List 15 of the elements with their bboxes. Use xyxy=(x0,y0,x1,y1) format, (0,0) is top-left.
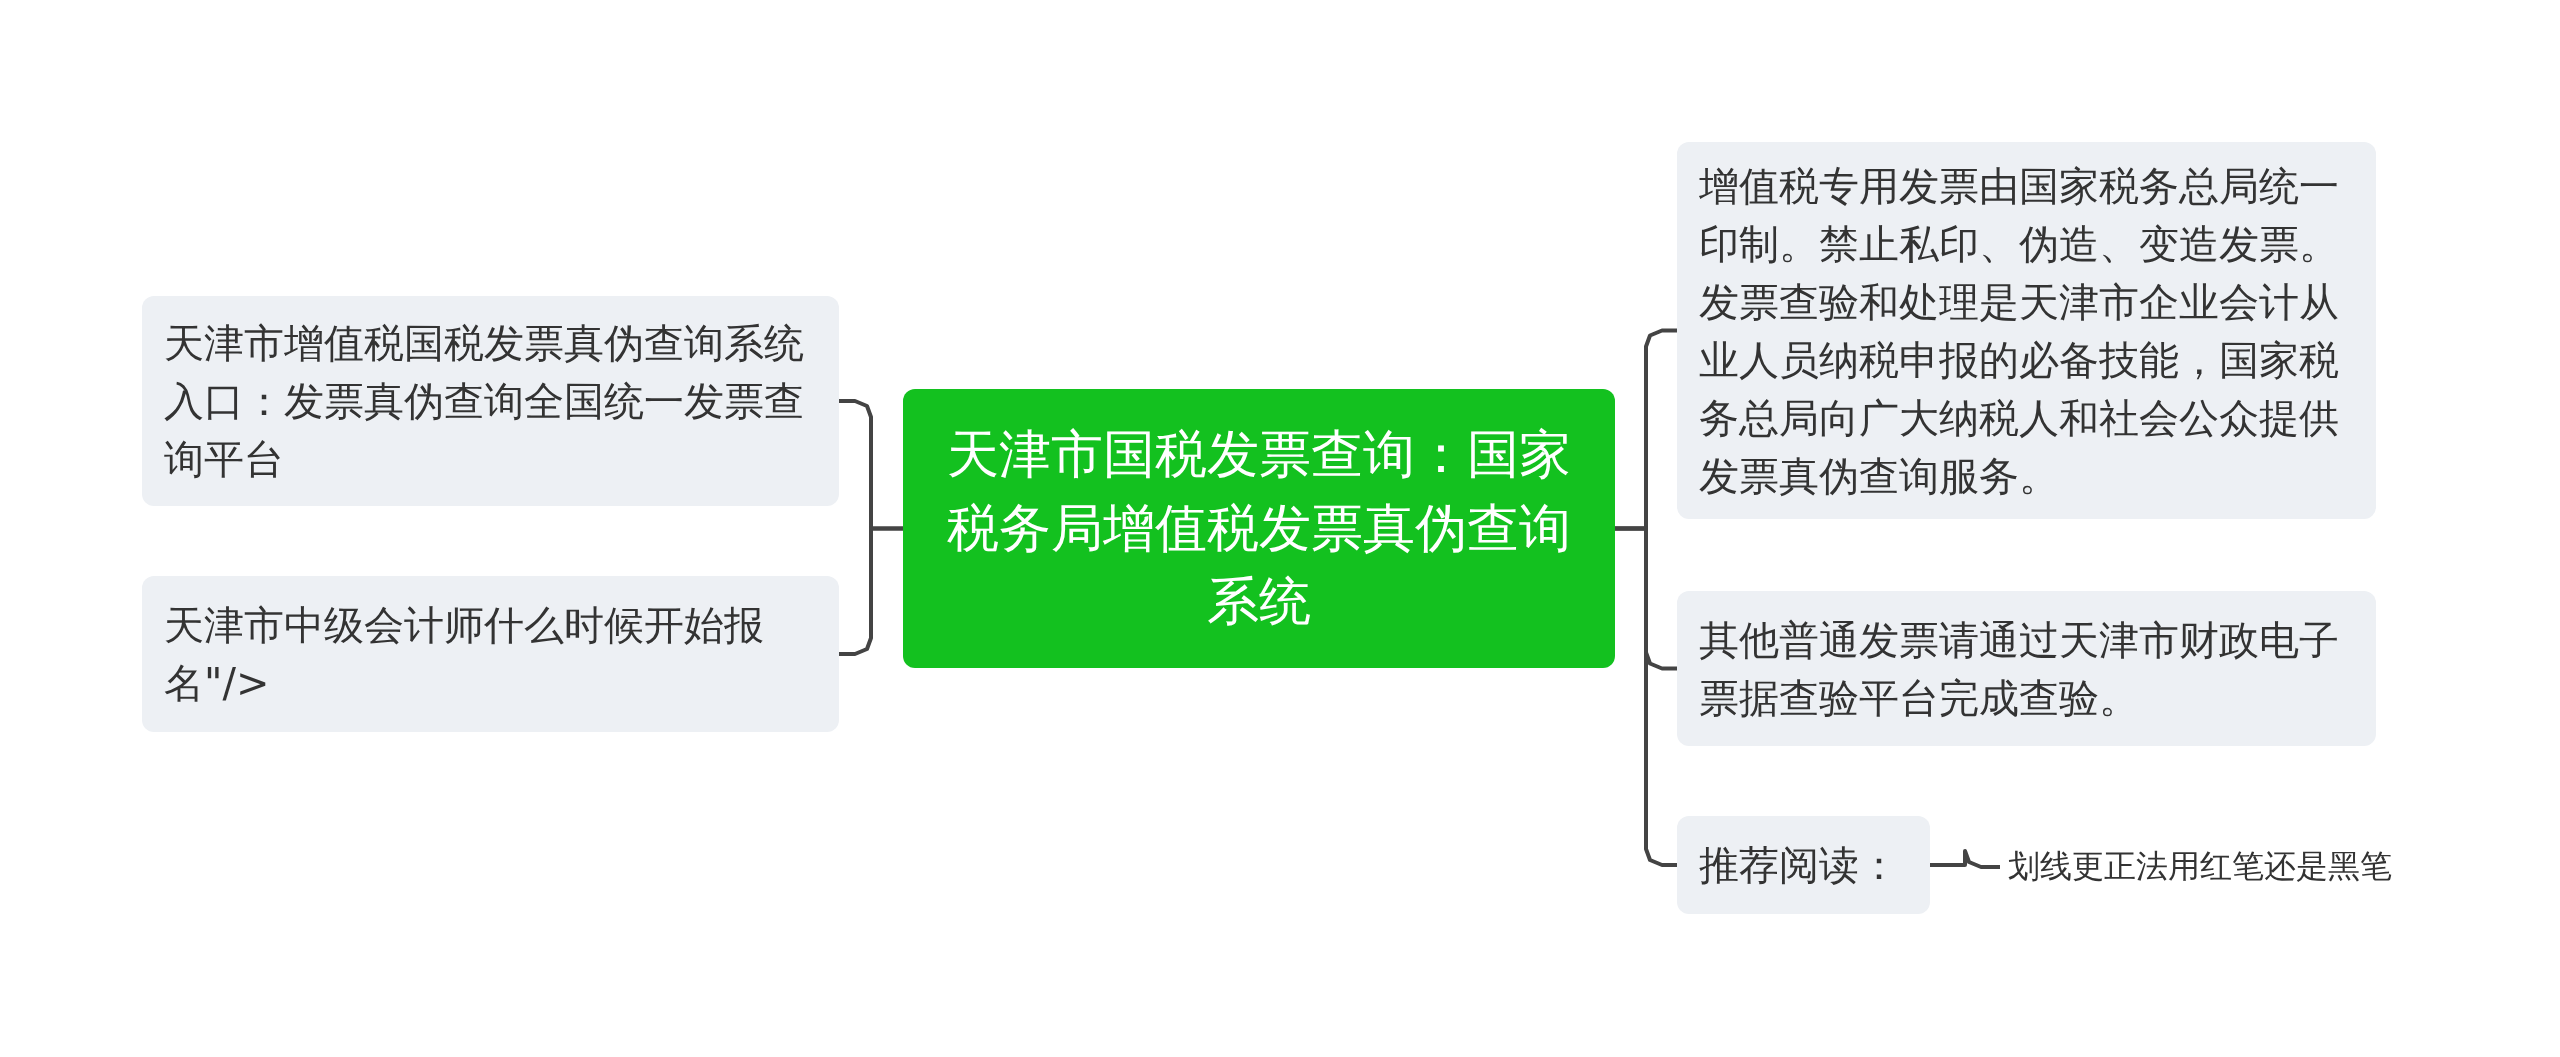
topic-text: 天津市中级会计师什么时候开始报名"/> xyxy=(164,601,765,708)
topic-box xyxy=(1677,591,2376,746)
topic-text: 其他普通发票请通过天津市财政电子票据查验平台完成查验。 xyxy=(1699,615,2340,723)
topic-text: 增值税专用发票由国家税务总局统一印制。禁止私印、伪造、变造发票。发票查验和处理是天津市企业会计从业人员纳税申报的必备技能，国家税务总局向广大纳税人和社会公众提供发票真伪查询服务。 xyxy=(1699,161,2340,501)
topic-text: 天津市国税发票查询：国家税务局增值税发票真伪查询系统 xyxy=(946,422,1572,634)
central-topic-box xyxy=(903,389,1615,668)
leaf-text: 划线更正法用红笔还是黑笔 xyxy=(2008,846,2392,888)
connector-line xyxy=(1930,849,2000,869)
topic-box xyxy=(142,296,839,506)
topic-box xyxy=(142,576,839,732)
connector-line xyxy=(839,526,903,656)
topic-box xyxy=(1677,816,1930,914)
topic-text: 天津市增值税国税发票真伪查询系统入口：发票真伪查询全国统一发票查询平台 xyxy=(164,319,805,484)
topic-box xyxy=(1677,142,2376,519)
topic-text: 推荐阅读： xyxy=(1699,841,1899,890)
